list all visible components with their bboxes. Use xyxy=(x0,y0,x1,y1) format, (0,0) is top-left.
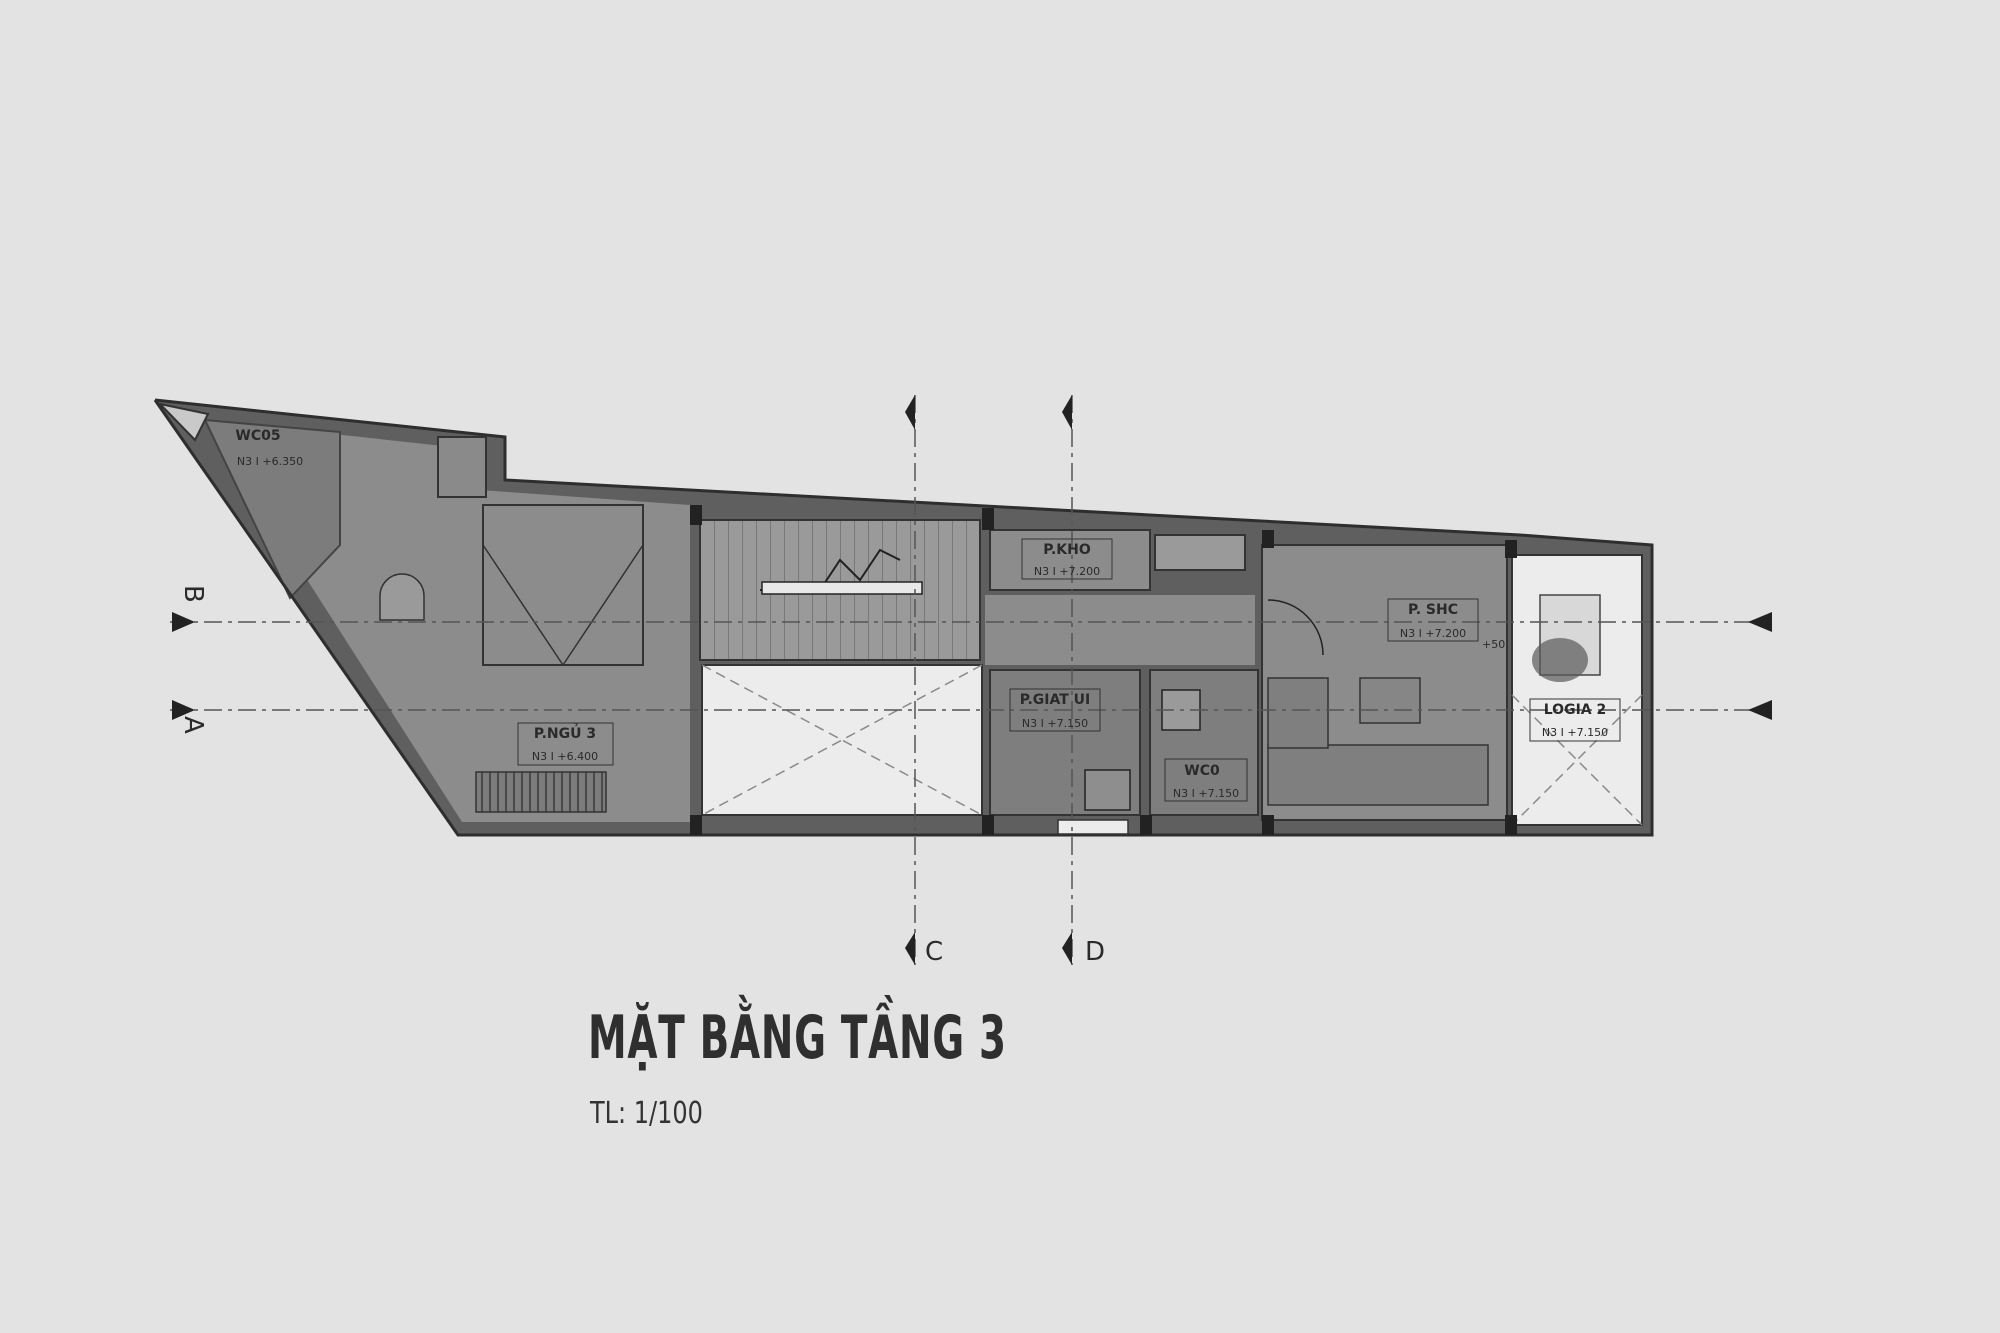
section-arrow-d-bottom xyxy=(1062,932,1072,965)
room-pgiat-name: P.GIAT UI xyxy=(1020,692,1090,708)
room-wc05-name: WC05 xyxy=(235,428,280,444)
dim-note: +50 xyxy=(1482,638,1505,651)
section-arrow-b-left xyxy=(172,612,195,632)
column xyxy=(982,815,994,835)
pshc-tag xyxy=(1387,598,1479,642)
storage-cabinet xyxy=(1154,534,1246,571)
shc-door-swing xyxy=(1267,599,1324,656)
column xyxy=(690,815,702,835)
room-pngu3-level: N3 I +6.400 xyxy=(532,750,598,763)
bed-line-1 xyxy=(482,544,564,666)
stair-landing xyxy=(761,581,923,595)
section-arrow-a-right xyxy=(1748,700,1772,720)
logia-cross-1 xyxy=(1511,694,1643,826)
column xyxy=(1262,815,1274,835)
column xyxy=(1262,530,1274,548)
room-logia-name: LOGIA 2 xyxy=(1544,702,1606,718)
room-pngu3-name: P.NGỦ 3 xyxy=(534,723,596,742)
pkho-tag xyxy=(1021,538,1113,580)
wc05-floor xyxy=(203,418,341,600)
sofa-arm xyxy=(1267,677,1329,749)
section-arrow-c-top xyxy=(905,395,915,430)
section-arrow-c-bottom xyxy=(905,932,915,965)
column xyxy=(1505,540,1517,558)
coffee-table xyxy=(1359,677,1421,724)
column xyxy=(1140,815,1152,835)
closet-block xyxy=(437,436,487,498)
bed xyxy=(482,504,644,666)
section-arrow-b-right xyxy=(1748,612,1772,632)
section-label-b: B xyxy=(178,585,208,603)
sofa xyxy=(1267,744,1489,806)
open-void xyxy=(701,664,983,816)
corridor-floor xyxy=(985,595,1255,665)
pgiat-tag xyxy=(1009,688,1101,732)
desk-chair xyxy=(379,573,425,621)
pngu3-tag xyxy=(517,722,614,766)
room-pkho-name: P.KHO xyxy=(1043,542,1091,558)
room-wc-level: N3 I +7.150 xyxy=(1173,787,1239,800)
wc-tag xyxy=(1164,758,1248,802)
window xyxy=(1057,819,1129,835)
bed-line-2 xyxy=(562,544,644,666)
void-cross-2 xyxy=(701,664,983,816)
pkho-floor xyxy=(989,529,1151,591)
plan-title: MẶT BẰNG TẦNG 3 xyxy=(588,1003,1007,1073)
logia-cross-2 xyxy=(1511,694,1643,826)
room-logia-level: N3 I +7.150 xyxy=(1542,726,1608,739)
section-label-d: D xyxy=(1085,937,1105,967)
section-label-a: A xyxy=(178,716,208,734)
section-label-c: C xyxy=(925,937,943,967)
section-arrow-d-top xyxy=(1062,395,1072,430)
logia-tag xyxy=(1529,698,1621,742)
plant xyxy=(1532,638,1588,682)
void-cross-1 xyxy=(701,664,983,816)
plan-scale: TL: 1/100 xyxy=(590,1096,703,1131)
room-wc05-level: N3 I +6.350 xyxy=(237,455,303,468)
room-pkho-level: N3 I +7.200 xyxy=(1034,565,1100,578)
corner-triangle xyxy=(157,402,210,442)
room-pshc-level: N3 I +7.200 xyxy=(1400,627,1466,640)
column xyxy=(982,508,994,530)
section-arrow-a-left xyxy=(172,700,195,720)
column xyxy=(690,505,702,525)
heater xyxy=(475,771,607,813)
washer xyxy=(1084,769,1131,811)
column xyxy=(1505,815,1517,835)
room-pgiat-level: N3 I +7.150 xyxy=(1022,717,1088,730)
outer-wall-line xyxy=(153,398,1654,837)
room-pshc-name: P. SHC xyxy=(1408,602,1458,618)
room-wc-name: WC0 xyxy=(1184,763,1220,779)
